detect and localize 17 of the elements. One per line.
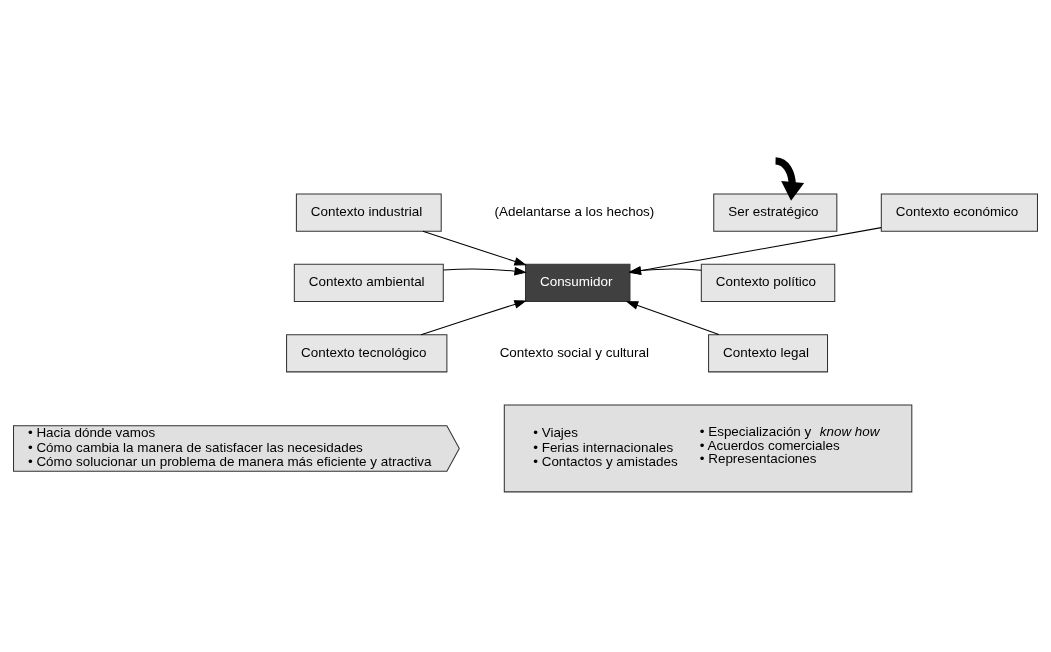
node-box: Consumidor	[525, 263, 631, 303]
arrow	[422, 230, 527, 266]
label: (Adelantarse a los hechos)	[494, 204, 655, 220]
node-box: Contexto tecnológico	[286, 334, 448, 373]
node-box: Contexto industrial	[295, 193, 442, 232]
arrow	[420, 300, 527, 336]
node-box: Contexto económico	[880, 193, 1038, 232]
arrow	[628, 227, 882, 275]
node-box: Contexto político	[700, 263, 836, 303]
node-box: Contexto ambiental	[293, 263, 444, 303]
arrow	[625, 301, 720, 336]
label: Contexto social y cultural	[499, 344, 650, 360]
node-box: Ser estratégico	[713, 193, 838, 232]
arrow	[442, 266, 527, 276]
node-box: • Viajes • Ferias internacionales • Contactos y amistades • Especialización y know how • Acuerdos comerciales • Representaciones	[503, 404, 913, 493]
arrow	[628, 266, 702, 275]
node-box: Contexto legal	[708, 334, 829, 373]
